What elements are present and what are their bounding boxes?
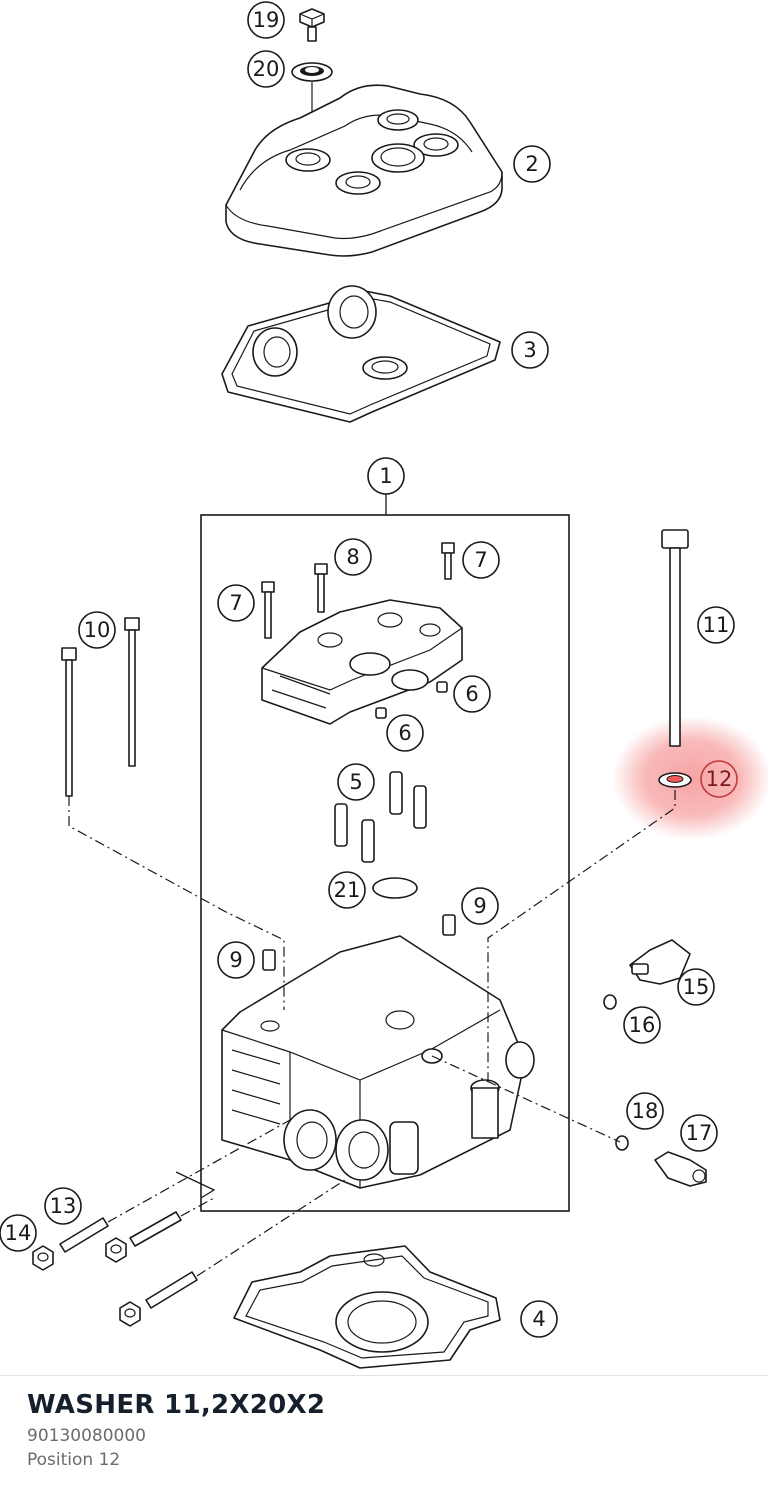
part-4-head-gasket[interactable] — [233, 1245, 501, 1369]
callout-20[interactable]: 20 — [247, 50, 285, 88]
svg-text:7: 7 — [474, 548, 487, 572]
svg-text:19: 19 — [253, 8, 280, 32]
callout-16[interactable]: 16 — [623, 1006, 661, 1044]
svg-text:6: 6 — [398, 721, 411, 745]
camshaft-carrier[interactable] — [261, 599, 463, 725]
svg-text:12: 12 — [706, 767, 733, 791]
assembly-lines — [68, 790, 676, 1277]
svg-text:16: 16 — [629, 1013, 656, 1037]
svg-text:5: 5 — [349, 770, 362, 794]
svg-text:17: 17 — [686, 1121, 713, 1145]
svg-text:15: 15 — [683, 975, 710, 999]
part-title: WASHER 11,2X20X2 — [27, 1390, 326, 1420]
part-8-bolt[interactable] — [314, 563, 328, 613]
part-20-seal[interactable] — [291, 62, 333, 82]
callout-1[interactable]: 1 — [367, 457, 405, 495]
callout-18[interactable]: 18 — [626, 1092, 664, 1130]
callout-7-left[interactable]: 7 — [217, 584, 255, 622]
part-21-o-ring[interactable] — [372, 877, 418, 899]
part-11-bolt[interactable] — [661, 529, 689, 747]
part-9-dowel-left[interactable] — [262, 949, 276, 971]
part-position: Position 12 — [27, 1450, 121, 1470]
part-7-bolt-left[interactable] — [261, 581, 275, 639]
part-16-o-ring[interactable] — [603, 994, 617, 1010]
svg-text:18: 18 — [632, 1099, 659, 1123]
part-number: 90130080000 — [27, 1426, 146, 1446]
part-5-valve-guides[interactable] — [334, 771, 427, 863]
part-17-sensor[interactable] — [654, 1151, 707, 1187]
svg-text:11: 11 — [703, 613, 730, 637]
svg-text:1: 1 — [379, 464, 392, 488]
svg-text:13: 13 — [50, 1194, 77, 1218]
part-info-panel: WASHER 11,2X20X2 90130080000 Position 12 — [0, 1375, 768, 1491]
part-6-plug-left[interactable] — [375, 707, 387, 719]
callout-10[interactable]: 10 — [78, 611, 116, 649]
svg-text:21: 21 — [334, 878, 361, 902]
stud-bracket — [175, 1171, 216, 1199]
part-13-studs[interactable] — [59, 1211, 198, 1309]
part-9-dowel-right[interactable] — [442, 914, 456, 936]
part-12-washer[interactable] — [658, 772, 692, 788]
part-14-nuts[interactable] — [32, 1237, 141, 1327]
svg-text:14: 14 — [5, 1221, 32, 1245]
svg-text:3: 3 — [523, 338, 536, 362]
group-1-frame — [200, 514, 570, 1212]
svg-text:6: 6 — [465, 682, 478, 706]
callout-7-right[interactable]: 7 — [462, 541, 500, 579]
part-7-bolt-right[interactable] — [441, 542, 455, 580]
part-6-plug-right[interactable] — [436, 681, 448, 693]
callout-3[interactable]: 3 — [511, 331, 549, 369]
callout-9-left[interactable]: 9 — [217, 941, 255, 979]
callout-17[interactable]: 17 — [680, 1114, 718, 1152]
part-19-bolt[interactable] — [299, 8, 325, 42]
callout-2[interactable]: 2 — [513, 145, 551, 183]
svg-text:9: 9 — [473, 894, 486, 918]
callout-14[interactable]: 14 — [0, 1214, 37, 1252]
callout-5[interactable]: 5 — [337, 763, 375, 801]
part-3-gasket[interactable] — [221, 285, 501, 423]
svg-text:2: 2 — [525, 152, 538, 176]
callout-9-right[interactable]: 9 — [461, 887, 499, 925]
callout-12[interactable]: 12 — [700, 760, 738, 798]
callout-21[interactable]: 21 — [328, 871, 366, 909]
callout-15[interactable]: 15 — [677, 968, 715, 1006]
part-18-o-ring[interactable] — [615, 1135, 629, 1151]
callout-13[interactable]: 13 — [44, 1187, 82, 1225]
svg-text:9: 9 — [229, 948, 242, 972]
svg-text:10: 10 — [84, 618, 111, 642]
svg-text:20: 20 — [253, 57, 280, 81]
callout-6-right[interactable]: 6 — [453, 675, 491, 713]
exploded-parts-diagram: 19 20 2 3 1 8 7 7 10 11 6 6 5 12 21 9 9 … — [0, 1, 768, 1369]
callout-11[interactable]: 11 — [697, 606, 735, 644]
callout-8[interactable]: 8 — [334, 538, 372, 576]
svg-text:4: 4 — [532, 1307, 545, 1331]
svg-text:7: 7 — [229, 591, 242, 615]
part-2-valve-cover[interactable] — [225, 84, 503, 257]
part-15-sensor[interactable] — [629, 939, 691, 985]
callout-19[interactable]: 19 — [247, 1, 285, 39]
part-1-cylinder-head[interactable] — [221, 935, 535, 1189]
svg-text:8: 8 — [346, 545, 359, 569]
callout-6-left[interactable]: 6 — [386, 714, 424, 752]
callout-4[interactable]: 4 — [520, 1300, 558, 1338]
